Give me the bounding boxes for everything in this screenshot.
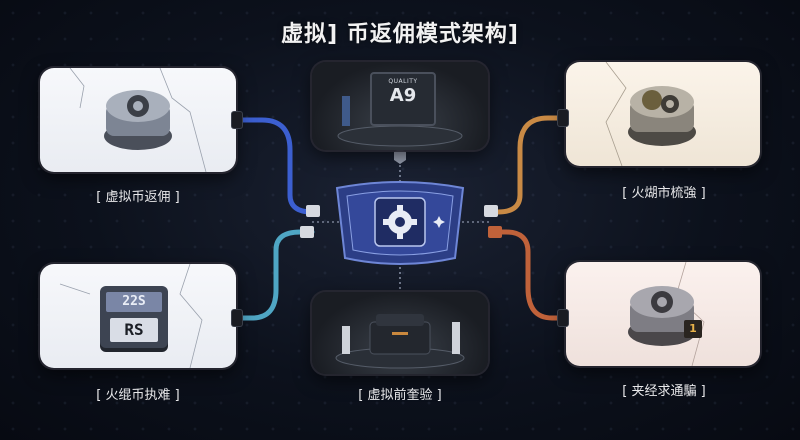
connector-top xyxy=(394,148,406,164)
socket-top-right xyxy=(558,110,568,126)
label-bottom-left: [ 火绲币执难 ] xyxy=(96,388,180,403)
plug-right-bottom xyxy=(488,226,502,238)
node-card-top-right xyxy=(566,62,760,166)
wire-top-left xyxy=(235,117,315,215)
crack-lines xyxy=(605,62,627,166)
pedestal-icon xyxy=(337,96,463,147)
screen-text: A9 xyxy=(389,85,417,106)
screen-small-text: QUALITY xyxy=(388,78,418,85)
diagram-title: 虚拟] 币返佣模式架构] xyxy=(281,22,519,47)
central-hub xyxy=(335,181,465,265)
gear-icon xyxy=(628,286,696,346)
plug-left-top xyxy=(306,205,320,217)
badge-icon: 1 xyxy=(684,320,702,338)
label-bottom-right: [ 夹经求通騙 ] xyxy=(622,384,706,399)
wire-bottom-right xyxy=(495,229,571,321)
device-top-text: 22S xyxy=(106,292,162,312)
node-card-top-center: QUALITY A9 xyxy=(312,62,488,150)
node-card-top-left xyxy=(40,68,236,172)
label-top-right: [ 火煳市梳強 ] xyxy=(622,186,706,201)
socket-bottom-left xyxy=(232,310,242,326)
device-icon: 22S RS xyxy=(100,286,168,348)
wire-bottom-left xyxy=(235,229,315,321)
device-bottom-text: RS xyxy=(110,318,158,342)
label-bottom-center: [ 虚拟前奎验 ] xyxy=(358,388,442,403)
socket-top-left xyxy=(232,112,242,128)
node-card-bottom-center xyxy=(312,292,488,374)
gear-icon xyxy=(628,86,696,146)
plug-left-bottom xyxy=(300,226,314,238)
gear-icon xyxy=(383,205,417,239)
wire-top-right xyxy=(495,115,571,215)
device-base-icon xyxy=(335,314,465,369)
socket-bottom-right xyxy=(558,310,568,326)
crack-lines xyxy=(69,68,207,172)
plug-right-top xyxy=(484,205,498,217)
node-card-bottom-left: 22S RS xyxy=(40,264,236,368)
label-top-left: [ 虚拟币返佣 ] xyxy=(96,190,180,205)
crack-lines xyxy=(59,264,203,368)
node-card-bottom-right: 1 xyxy=(566,262,760,366)
star-icon xyxy=(433,216,445,228)
gear-icon xyxy=(104,90,172,150)
screen-panel: QUALITY A9 xyxy=(370,72,436,126)
